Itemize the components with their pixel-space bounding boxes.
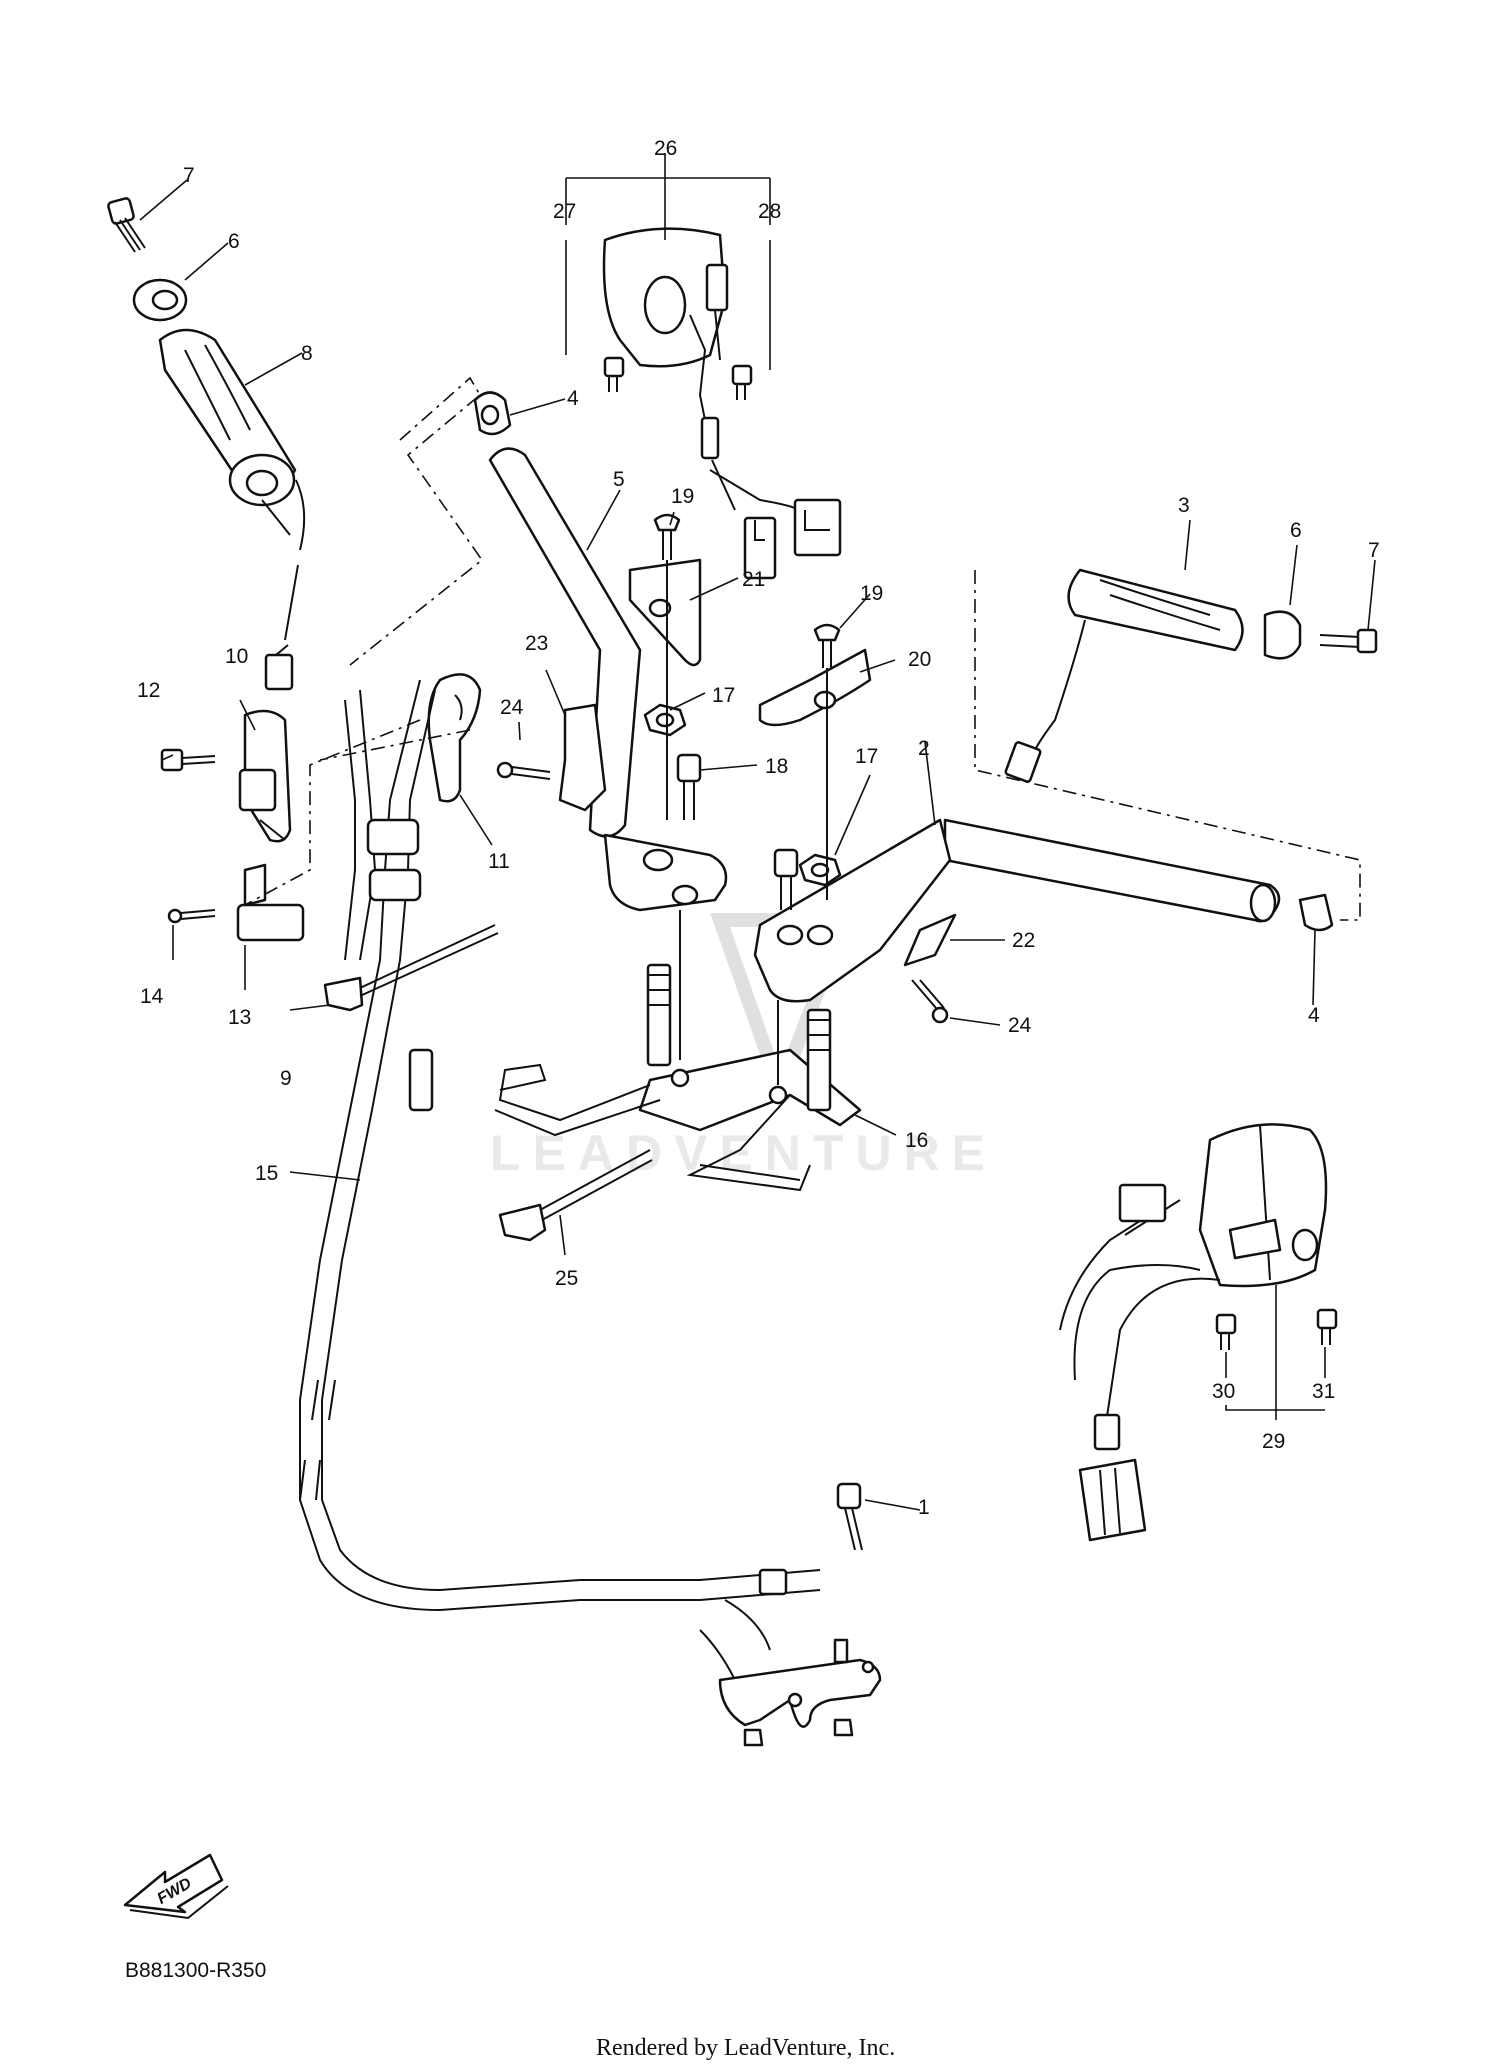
screw-14 <box>167 908 216 924</box>
drawing-code: B881300-R350 <box>125 1959 266 1982</box>
switch-assembly-29 <box>1059 1123 1328 1542</box>
screw-28 <box>731 364 753 400</box>
callout-24-left: 24 <box>500 696 524 719</box>
callout-6-left: 6 <box>228 230 240 253</box>
bolt-7-right <box>1319 628 1378 654</box>
throttle-cable-15 <box>299 679 821 1681</box>
bolt-19-left <box>653 513 681 560</box>
callout-25: 25 <box>555 1267 578 1290</box>
callout-13: 13 <box>228 1006 251 1029</box>
callout-17-left: 17 <box>712 684 735 707</box>
cable-tie-25 <box>498 1149 653 1242</box>
fwd-arrow-icon: FWD <box>123 1853 229 1920</box>
bracket-21 <box>628 558 702 667</box>
callout-3: 3 <box>1178 494 1190 517</box>
footer-credit: Rendered by LeadVenture, Inc. <box>596 2035 895 2061</box>
callout-7-right: 7 <box>1368 539 1380 562</box>
right-handlebar-2 <box>753 818 1334 1003</box>
callout-26: 26 <box>654 137 677 160</box>
screw-31 <box>1316 1308 1338 1345</box>
weight-6-right <box>1263 610 1302 660</box>
callout-6-right: 6 <box>1290 519 1302 542</box>
callout-12: 12 <box>137 679 160 702</box>
callout-8: 8 <box>301 342 313 365</box>
stay-16 <box>494 963 862 1192</box>
watermark-text: LEADVENTURE <box>490 1125 997 1181</box>
callout-16: 16 <box>905 1129 928 1152</box>
nut-17-left <box>643 703 687 737</box>
callout-31: 31 <box>1312 1380 1335 1403</box>
callout-29: 29 <box>1262 1430 1285 1453</box>
screw-24-right <box>911 979 949 1024</box>
bolt-1 <box>836 1482 863 1551</box>
screw-24-left <box>496 761 551 780</box>
callout-18: 18 <box>765 755 788 778</box>
clamp-13 <box>236 863 305 942</box>
callout-23: 23 <box>525 632 548 655</box>
bracket-20 <box>758 648 872 727</box>
callout-4-left: 4 <box>567 387 579 410</box>
bolt-19-right <box>813 623 841 668</box>
clamp-11 <box>427 673 482 803</box>
cable-tie-9 <box>323 924 499 1012</box>
bolt-12 <box>160 748 216 772</box>
callout-24-right: 24 <box>1008 1014 1032 1037</box>
callout-7-left: 7 <box>183 164 195 187</box>
callout-5: 5 <box>613 468 625 491</box>
callout-30: 30 <box>1212 1380 1235 1403</box>
bolt-7-left <box>107 197 146 253</box>
callout-21: 21 <box>742 568 765 591</box>
bracket-23 <box>558 703 607 812</box>
callout-19-right: 19 <box>860 582 883 605</box>
callout-15: 15 <box>255 1162 278 1185</box>
weight-6-left <box>132 278 188 322</box>
callout-2: 2 <box>918 737 930 760</box>
bracket-22 <box>903 913 957 967</box>
bar-end-4-left <box>473 391 512 436</box>
switch-assembly-26 <box>602 227 842 580</box>
studs-16 <box>646 963 832 1112</box>
bolts-18 <box>676 753 799 910</box>
callout-4-right: 4 <box>1308 1004 1320 1027</box>
callout-28: 28 <box>758 200 781 223</box>
callout-labels: 1 2 3 4 4 5 6 6 7 7 8 9 10 11 12 13 14 1… <box>137 137 1380 1519</box>
callout-20: 20 <box>908 648 931 671</box>
callout-27: 27 <box>553 200 576 223</box>
grip-8 <box>158 328 306 691</box>
left-handlebar-5 <box>473 391 728 912</box>
callout-14: 14 <box>140 985 164 1008</box>
leader-lines <box>139 153 1376 1511</box>
callout-10: 10 <box>225 645 248 668</box>
callout-17-right: 17 <box>855 745 878 768</box>
callout-11: 11 <box>488 850 510 873</box>
callout-1: 1 <box>918 1496 930 1519</box>
clamp-10 <box>238 709 292 843</box>
cable-bracket-1 <box>718 1482 882 1747</box>
left-grip-assembly <box>107 197 484 691</box>
bar-end-4-right <box>1298 893 1334 932</box>
screw-27 <box>603 356 625 392</box>
callout-19-left: 19 <box>671 485 694 508</box>
callout-9: 9 <box>280 1067 292 1090</box>
screw-30 <box>1215 1313 1237 1350</box>
right-grip-3 <box>1004 568 1244 783</box>
nut-17-right <box>798 853 842 887</box>
callout-22: 22 <box>1012 929 1035 952</box>
